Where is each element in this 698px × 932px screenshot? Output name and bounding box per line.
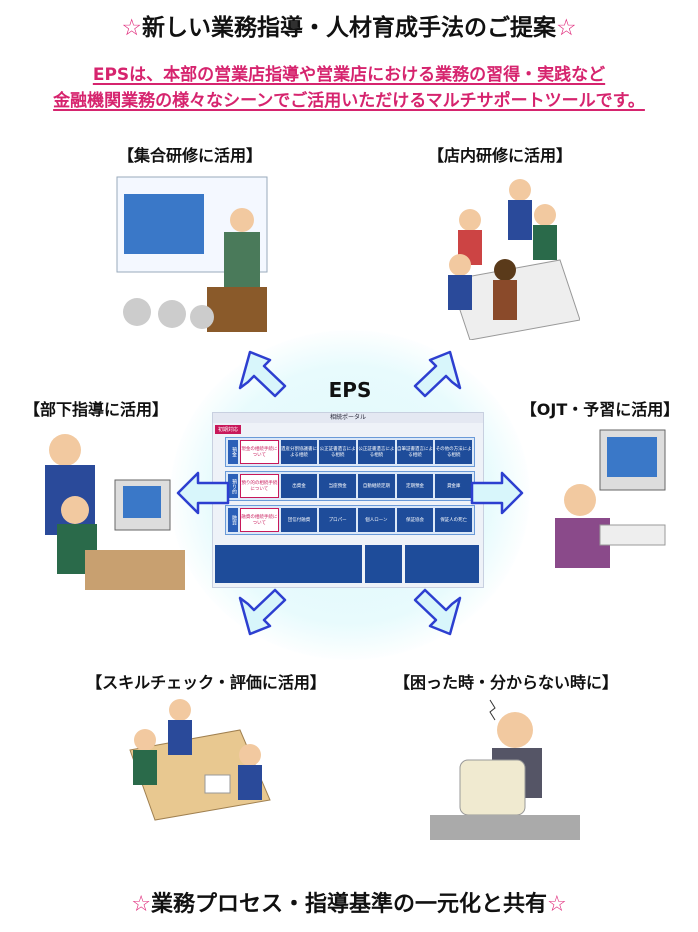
label-branch-training: 【店内研修に活用】 [427,146,573,165]
ojt-illustration [555,429,666,568]
skill-check-illustration [129,699,271,821]
cell: 出資金 [280,474,318,498]
eps-label: EPS [328,378,372,402]
row-head: 融資 [228,508,238,532]
cell: 融資の相続手続について [240,508,279,532]
label-ojt: 【OJT・予習に活用】 [520,400,680,419]
subtitle-line-1: EPSは、本部の営業店指導や営業店における業務の習得・実践など [92,65,606,85]
row-deposit: 預金 現金の相続手続について 遺産分割協議書による相続 公正証書遺言による相続 … [225,437,475,467]
cell: 保証協会 [396,508,434,532]
arrow-up-right-icon [413,350,462,398]
screen-title: 相続ポータル [213,413,483,423]
initial-response-tag: 初期対応 [215,425,242,434]
label-group-training: 【集合研修に活用】 [117,146,263,165]
arrow-up-left-icon [238,350,287,398]
cell: 貸金庫 [435,474,473,498]
footer-slogan: ☆業務プロセス・指導基準の一元化と共有☆ [131,892,567,917]
subordinate-guidance-illustration [45,434,185,590]
main-title: ☆新しい業務指導・人材育成手法のご提案☆ [121,15,577,41]
label-trouble: 【困った時・分からない時に】 [393,673,619,692]
arrow-down-left-icon [238,588,287,636]
cell: 自動継続定期 [358,474,395,498]
row-loan: 融資 融資の相続手続について 団信付融資 プロパー 個人ローン 保証協会 保証人… [225,505,475,535]
label-skill-check: 【スキルチェック・評価に活用】 [86,673,326,692]
summary-grid [215,545,479,583]
trouble-illustration [430,699,580,840]
arrow-down-right-icon [413,588,462,636]
cell: 保証人の死亡 [435,508,473,532]
label-subordinate-guidance: 【部下指導に活用】 [23,400,169,419]
group-training-illustration [116,176,268,332]
arrow-right-icon [470,471,524,515]
row-head: 預金 [228,440,238,464]
cell: 現金の相続手続について [240,440,279,464]
row-custody: 預り的 預り的の相続手続について 出資金 当座預金 自動継続定期 定期預金 貸金… [225,471,475,501]
arrow-left-icon [176,471,230,515]
cell: 預り的の相続手続について [240,474,279,498]
cell: 団信付融資 [280,508,318,532]
cell: 公正証書遺言による相続 [358,440,395,464]
cell: 定期預金 [396,474,434,498]
cell: 当座預金 [319,474,357,498]
cell: 遺産分割協議書による相続 [280,440,318,464]
cell: プロパー [319,508,357,532]
cell: 公正証書遺言による相続 [319,440,357,464]
subtitle-line-2: 金融機関業務の様々なシーンでご活用いただけるマルチサポートツールです。 [53,91,645,111]
row-head: 預り的 [228,474,238,498]
eps-portal-screenshot: 相続ポータル 初期対応 預金 現金の相続手続について 遺産分割協議書による相続 … [212,412,484,588]
cell: 自筆証書遺言による相続 [396,440,434,464]
cell: 個人ローン [358,508,395,532]
cell: その他の方法による相続 [435,440,473,464]
branch-training-illustration [448,179,580,340]
